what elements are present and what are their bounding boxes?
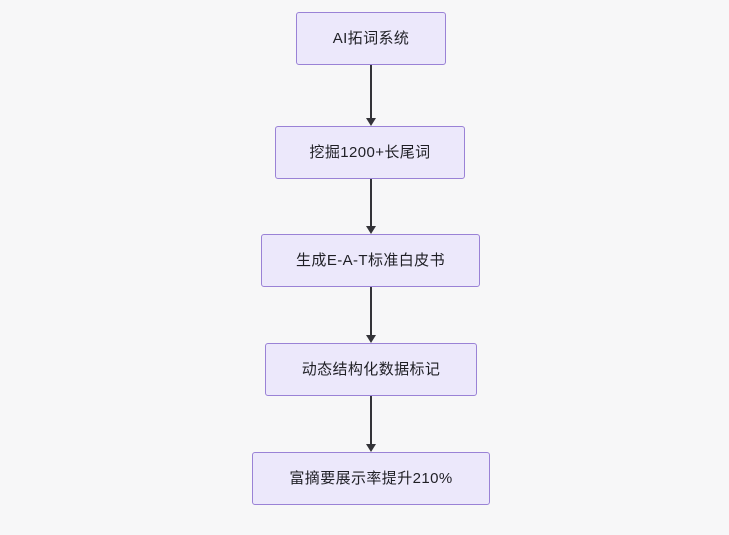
flow-node-rich-snippet-uplift[interactable]: 富摘要展示率提升210% <box>252 452 490 505</box>
flow-node-dynamic-structured-data[interactable]: 动态结构化数据标记 <box>265 343 477 396</box>
flow-node-label: 富摘要展示率提升210% <box>289 469 453 487</box>
flow-node-label: 挖掘1200+长尾词 <box>309 143 431 161</box>
edge-n1-n2 <box>370 65 372 118</box>
arrowhead-n2-n3 <box>366 226 376 234</box>
flow-node-label: 动态结构化数据标记 <box>301 360 441 378</box>
flow-node-label: AI拓词系统 <box>332 29 410 47</box>
edge-n2-n3 <box>370 179 372 226</box>
edge-n4-n5 <box>370 396 372 444</box>
flow-node-label: 生成E-A-T标准白皮书 <box>296 251 445 269</box>
flow-node-mine-longtail-keywords[interactable]: 挖掘1200+长尾词 <box>275 126 465 179</box>
flow-node-generate-eat-whitepaper[interactable]: 生成E-A-T标准白皮书 <box>261 234 480 287</box>
arrowhead-n4-n5 <box>366 444 376 452</box>
edge-n3-n4 <box>370 287 372 335</box>
arrowhead-n1-n2 <box>366 118 376 126</box>
arrowhead-n3-n4 <box>366 335 376 343</box>
flow-node-ai-keyword-system[interactable]: AI拓词系统 <box>296 12 446 65</box>
